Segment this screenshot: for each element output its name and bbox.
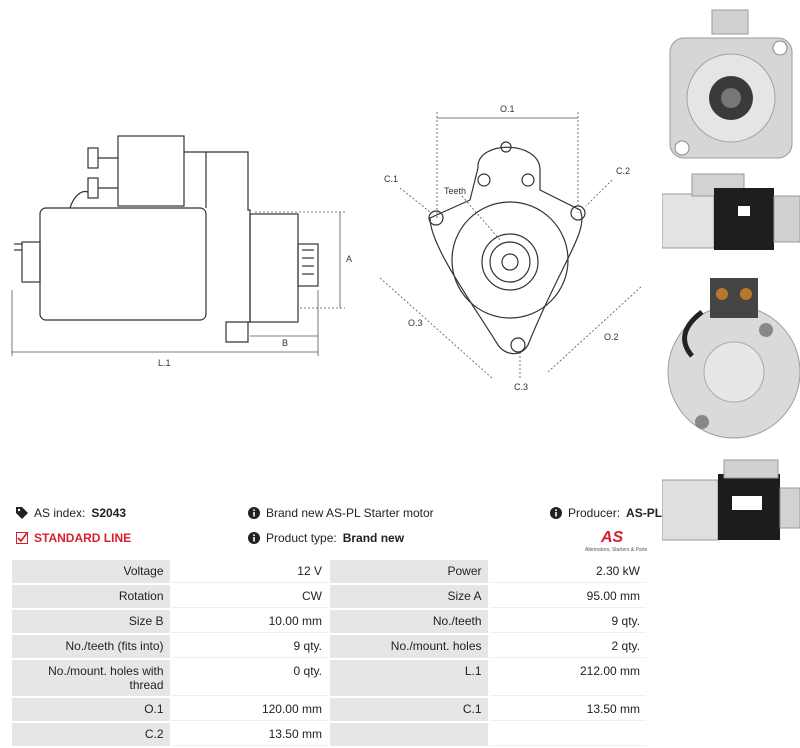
spec-key: O.1 [12, 698, 170, 721]
spec-value: 10.00 mm [171, 610, 328, 633]
as-index-value: S2043 [91, 506, 127, 520]
spec-value: 9 qty. [171, 635, 328, 658]
photo-side-top [662, 173, 800, 250]
spec-key: C.2 [12, 723, 170, 746]
spec-value: 95.00 mm [489, 585, 646, 608]
description: Brand new AS-PL Starter motor [248, 506, 434, 520]
as-index-label: AS index: [34, 506, 86, 520]
spec-key: C.1 [329, 698, 488, 721]
spec-key: L.1 [329, 660, 488, 696]
tag-icon [16, 507, 28, 519]
info-icon [550, 507, 562, 519]
spec-value: 2 qty. [489, 635, 646, 658]
dim-c1-label: C.1 [384, 174, 398, 184]
spec-value: CW [171, 585, 328, 608]
spec-value: 13.50 mm [489, 698, 646, 721]
checkbox-icon [16, 532, 28, 544]
product-type: Product type: Brand new [248, 531, 404, 545]
spec-key: Rotation [12, 585, 170, 608]
spec-key: Size B [12, 610, 170, 633]
producer: Producer: AS-PL [550, 506, 662, 520]
spec-value: 0 qty. [171, 660, 328, 696]
front-dimensions [379, 112, 643, 379]
dim-o2-label: O.2 [604, 332, 619, 342]
spec-key [329, 723, 488, 746]
spec-key: No./mount. holes [329, 635, 488, 658]
side-dimensions [11, 211, 345, 356]
svg-text:Alternators, Starters & Parts: Alternators, Starters & Parts [585, 547, 648, 553]
spec-value: 212.00 mm [489, 660, 646, 696]
dim-l1-label: L.1 [158, 358, 171, 368]
dim-c2-label: C.2 [616, 166, 630, 176]
spec-key: No./teeth (fits into) [12, 635, 170, 658]
spec-value: 12 V [171, 560, 328, 583]
spec-row: No./teeth (fits into)9 qty.No./mount. ho… [12, 635, 646, 658]
spec-key: No./mount. holes with thread [12, 660, 170, 696]
front-view [428, 141, 586, 355]
photo-rear [667, 278, 800, 439]
as-index: AS index: S2043 [16, 506, 126, 520]
spec-key: No./teeth [329, 610, 488, 633]
dim-a-label: A [346, 254, 352, 264]
producer-label: Producer: [568, 506, 621, 520]
product-type-label: Product type: [266, 531, 337, 545]
dim-o1-label: O.1 [500, 104, 515, 114]
spec-key: Voltage [12, 560, 170, 583]
spec-value: 2.30 kW [489, 560, 646, 583]
standard-line-label: STANDARD LINE [34, 531, 132, 545]
standard-line: STANDARD LINE [16, 531, 131, 545]
info-icon [248, 507, 260, 519]
teeth-label: Teeth [444, 186, 466, 196]
spec-key: Power [329, 560, 488, 583]
as-pl-logo: AS Alternators, Starters & Parts [585, 529, 648, 553]
dim-c3-label: C.3 [514, 382, 528, 392]
dim-b-label: B [282, 338, 288, 348]
info-icon [248, 532, 260, 544]
technical-drawing: L.1 B A O.1 C.1 C.2 Teeth O.3 O.2 C.3 [11, 104, 643, 392]
spec-key: Size A [329, 585, 488, 608]
description-text: Brand new AS-PL Starter motor [266, 506, 434, 520]
dim-o3-label: O.3 [408, 318, 423, 328]
product-type-value: Brand new [342, 531, 405, 545]
producer-value: AS-PL [626, 506, 663, 520]
spec-value: 120.00 mm [171, 698, 328, 721]
photo-side-bottom [662, 459, 800, 541]
svg-text:AS: AS [600, 529, 624, 546]
side-view [14, 135, 319, 343]
photo-front [669, 9, 793, 159]
spec-value: 9 qty. [489, 610, 646, 633]
